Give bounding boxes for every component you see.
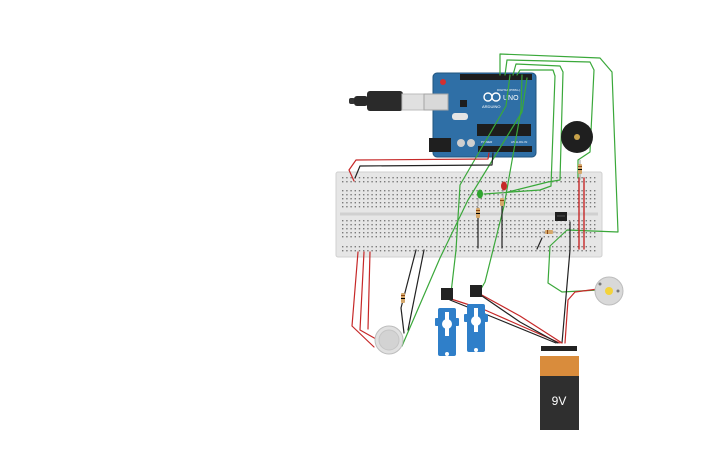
battery-label: 9V	[552, 394, 567, 408]
arduino-analog-label: ANALOG IN	[511, 140, 527, 144]
breadboard[interactable]	[335, 171, 603, 258]
dc-motor[interactable]	[594, 276, 624, 306]
battery-body	[540, 376, 579, 430]
sensor-resistor[interactable]	[401, 293, 405, 303]
arduino-uno-board[interactable]: ARDUINO UNO DIGITAL (PWM~) POWER ANALOG …	[423, 72, 537, 158]
digital-header	[460, 74, 532, 80]
usb-cable[interactable]	[349, 91, 425, 111]
buzzer-resistor[interactable]	[578, 160, 582, 180]
arduino-logo-icon	[483, 92, 501, 102]
wires	[348, 53, 619, 348]
power-analog-header	[478, 146, 532, 152]
servo-2[interactable]	[464, 285, 488, 352]
atmega-chip	[477, 124, 531, 136]
gas-sensor[interactable]	[374, 325, 404, 355]
battery-top	[540, 356, 579, 376]
red-led[interactable]	[501, 181, 507, 199]
ic-chip[interactable]	[555, 212, 567, 221]
horizontal-resistor[interactable]	[542, 230, 556, 234]
reset-button-icon[interactable]	[440, 79, 446, 85]
servo-1[interactable]	[435, 288, 459, 356]
green-led[interactable]	[477, 189, 483, 207]
arduino-brand-label: ARDUINO	[482, 104, 500, 109]
led-resistor[interactable]	[476, 198, 504, 218]
battery-9v[interactable]: 9V	[540, 346, 579, 430]
arduino-power-label: POWER	[481, 140, 493, 144]
arduino-model-label: UNO	[503, 95, 519, 102]
piezo-buzzer[interactable]	[561, 121, 593, 153]
